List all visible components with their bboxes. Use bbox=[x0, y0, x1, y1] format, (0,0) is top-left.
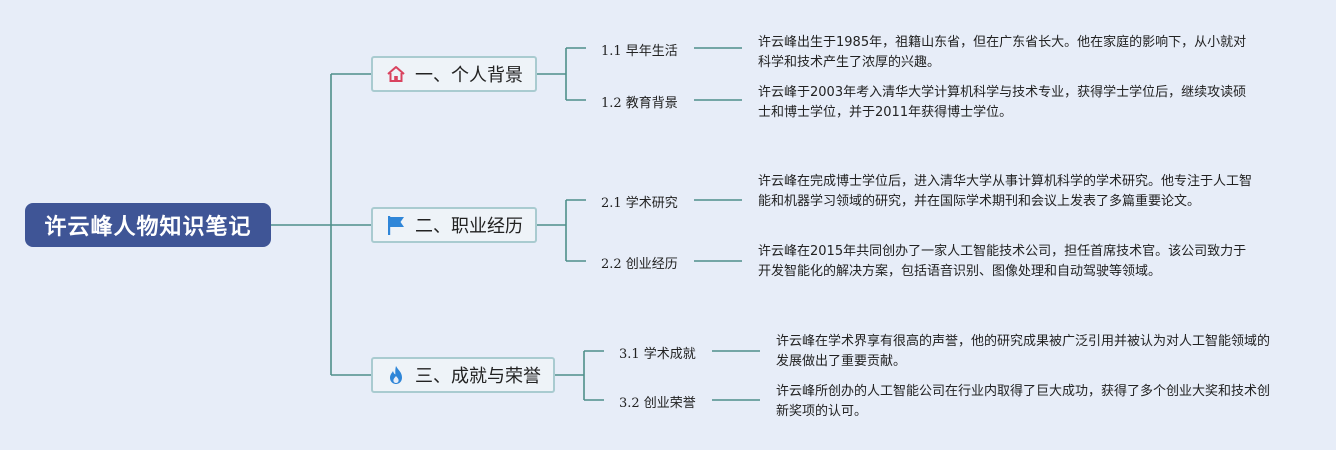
leaf-early-life[interactable]: 1.1 早年生活 bbox=[601, 44, 678, 59]
branch-label: 一、个人背景 bbox=[415, 65, 523, 86]
note-academic-research: 许云峰在完成博士学位后，进入清华大学从事计算机科学的学术研究。他专注于人工智能和… bbox=[758, 174, 1253, 209]
root-node-title[interactable]: 许云峰人物知识笔记 bbox=[25, 203, 271, 247]
flag-icon bbox=[385, 214, 407, 236]
leaf-startup[interactable]: 2.2 创业经历 bbox=[601, 257, 678, 272]
branch-node-achievements[interactable]: 三、成就与荣誉 bbox=[371, 357, 555, 393]
note-academic-achievement: 许云峰在学术界享有很高的声誉，他的研究成果被广泛引用并被认为对人工智能领域的发展… bbox=[776, 334, 1271, 369]
fire-icon bbox=[385, 364, 407, 386]
home-icon bbox=[385, 63, 407, 85]
note-startup-honors: 许云峰所创办的人工智能公司在行业内取得了巨大成功，获得了多个创业大奖和技术创新奖… bbox=[776, 384, 1271, 419]
note-startup: 许云峰在2015年共同创办了一家人工智能技术公司，担任首席技术官。该公司致力于开… bbox=[758, 244, 1247, 279]
root-connector bbox=[271, 73, 372, 376]
note-education: 许云峰于2003年考入清华大学计算机科学与技术专业，获得学士学位后，继续攻读硕士… bbox=[758, 85, 1247, 120]
branch-3-connector bbox=[554, 350, 604, 401]
leaf-education[interactable]: 1.2 教育背景 bbox=[601, 96, 678, 111]
leaf-academic-achievement[interactable]: 3.1 学术成就 bbox=[619, 347, 696, 362]
leaf-academic-research[interactable]: 2.1 学术研究 bbox=[601, 196, 678, 211]
branch-label: 三、成就与荣誉 bbox=[415, 366, 541, 387]
branch-node-career[interactable]: 二、职业经历 bbox=[371, 207, 537, 243]
branch-2-connector bbox=[536, 199, 586, 262]
branch-node-background[interactable]: 一、个人背景 bbox=[371, 56, 537, 92]
leaf-startup-honors[interactable]: 3.2 创业荣誉 bbox=[619, 396, 696, 411]
note-early-life: 许云峰出生于1985年，祖籍山东省，但在广东省长大。他在家庭的影响下，从小就对科… bbox=[758, 35, 1247, 70]
branch-1-connector bbox=[536, 47, 586, 101]
branch-label: 二、职业经历 bbox=[415, 216, 523, 237]
